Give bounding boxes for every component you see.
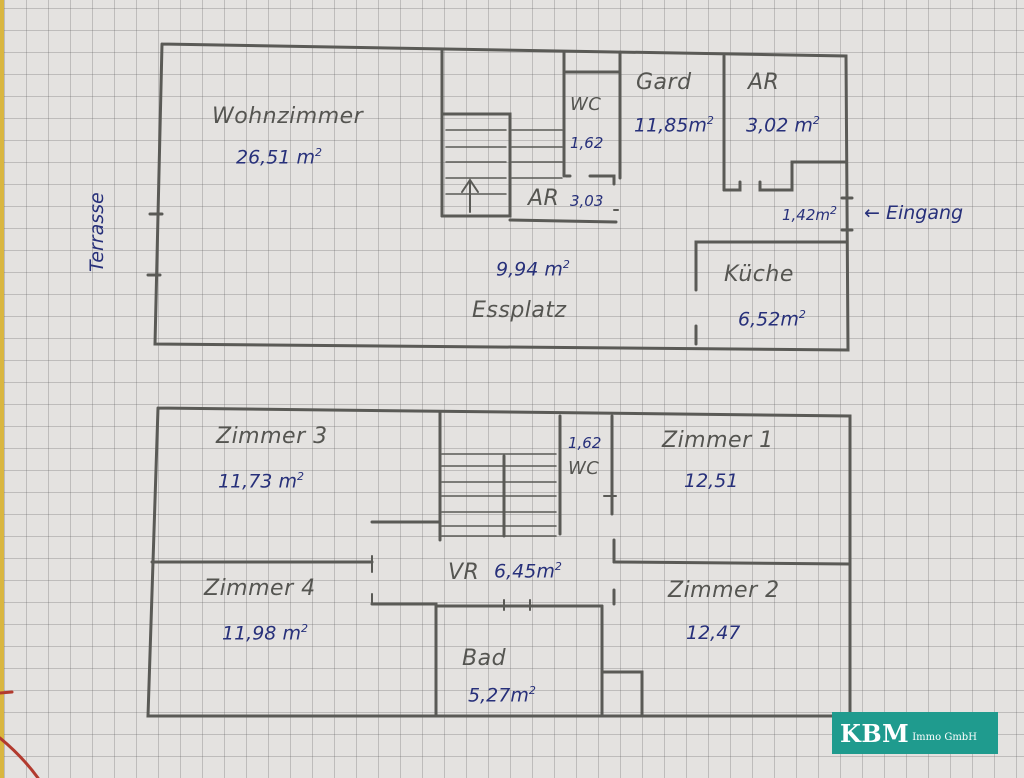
- room-name-ar-small: AR: [528, 186, 560, 211]
- room-name-wohnzimmer: Wohnzimmer: [212, 104, 364, 129]
- room-area-vr: 6,45m2: [494, 560, 562, 583]
- room-name-wc-upper: WC: [570, 94, 602, 115]
- entrance-label: ← Eingang: [864, 202, 964, 224]
- room-area-kueche: 6,52m2: [738, 308, 806, 331]
- room-name-essplatz: Essplatz: [472, 298, 567, 323]
- room-area-ar-small: 3,03: [570, 192, 604, 210]
- logo-brand: KBM: [840, 718, 910, 748]
- room-name-vr: VR: [448, 560, 480, 585]
- room-area-bad: 5,27m2: [468, 684, 536, 707]
- room-name-zimmer2: Zimmer 2: [668, 578, 780, 603]
- logo-subtitle: Immo GmbH: [912, 731, 977, 743]
- room-name-bad: Bad: [462, 646, 507, 671]
- room-area-zimmer3: 11,73 m2: [218, 470, 304, 493]
- room-area-zimmer4: 11,98 m2: [222, 622, 308, 645]
- upper-outer-wall: [153, 42, 850, 352]
- terrasse-label: Terrasse: [86, 192, 108, 272]
- room-name-gard: Gard: [636, 70, 692, 95]
- room-area-ar-upper: 3,02 m2: [746, 114, 820, 137]
- room-name-ar-upper: AR: [748, 70, 780, 95]
- room-area-wc-upper: 1,62: [570, 134, 604, 152]
- room-name-zimmer4: Zimmer 4: [204, 576, 316, 601]
- kbm-logo: KBM Immo GmbH: [832, 712, 998, 754]
- left-arrow-icon: ←: [864, 202, 880, 224]
- room-name-zimmer3: Zimmer 3: [216, 424, 328, 449]
- room-area-wohnzimmer: 26,51 m2: [236, 146, 322, 169]
- room-area-gard: 11,85m2: [634, 114, 714, 137]
- room-area-zimmer1: 12,51: [684, 470, 739, 492]
- room-name-wc-lower: WC: [568, 458, 600, 479]
- room-area-essplatz: 9,94 m2: [496, 258, 570, 281]
- room-area-entry-hall: 1,42m2: [782, 204, 838, 224]
- paper-edge: [0, 0, 4, 778]
- room-area-wc-lower: 1,62: [568, 434, 602, 452]
- room-name-zimmer1: Zimmer 1: [662, 428, 774, 453]
- room-name-kueche: Küche: [724, 262, 794, 287]
- room-area-zimmer2: 12,47: [686, 622, 741, 644]
